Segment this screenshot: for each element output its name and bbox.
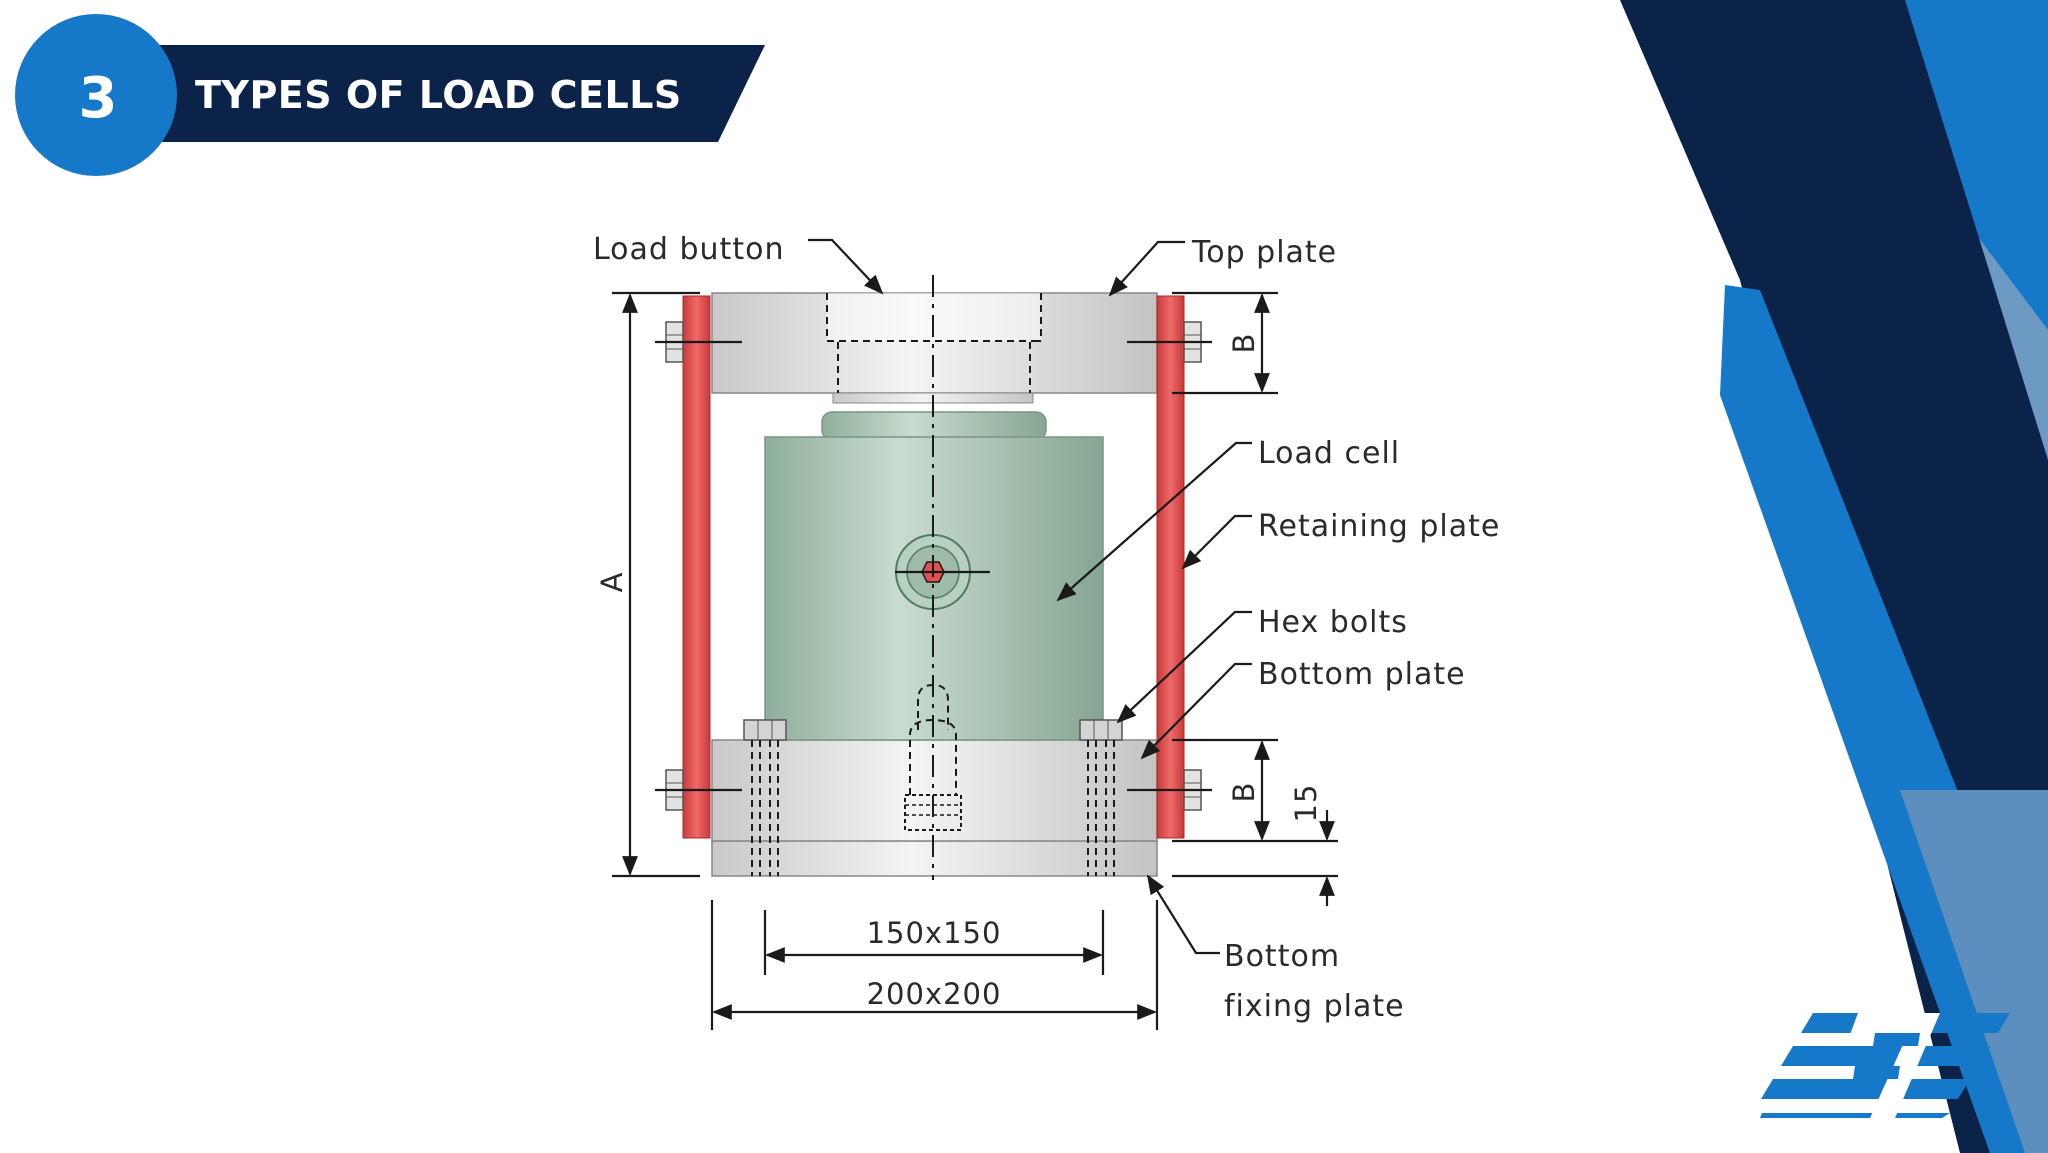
label-bottom-fixing-plate-line2: fixing plate: [1224, 989, 1405, 1024]
dim-b-bottom: B: [1227, 782, 1261, 803]
dimension-lines: [612, 291, 1338, 1030]
retaining-plate-right: [1156, 295, 1185, 839]
dim-15: 15: [1289, 784, 1323, 823]
retaining-plate-left: [682, 295, 711, 839]
decorative-stripes: [1620, 0, 2048, 1153]
dim-200x200: 200x200: [867, 977, 1002, 1011]
hex-bolts: [743, 719, 1123, 876]
label-top-plate: Top plate: [1191, 235, 1337, 270]
section-number: 3: [79, 66, 118, 131]
bottom-fixing-plate: [711, 840, 1158, 877]
label-hex-bolts: Hex bolts: [1258, 605, 1408, 640]
load-cell-diagram: A B B 15 150x150 200x200 Load button Top…: [593, 232, 1500, 1030]
dim-a: A: [595, 572, 629, 593]
label-retaining-plate: Retaining plate: [1258, 509, 1500, 544]
dim-150x150: 150x150: [867, 916, 1002, 950]
header-number-badge: [15, 14, 177, 176]
label-bottom-fixing-plate-line1: Bottom: [1224, 939, 1340, 974]
side-bolts: [655, 321, 1212, 811]
header: 3 TYPES OF LOAD CELLS: [15, 14, 765, 176]
label-load-cell: Load cell: [1258, 436, 1400, 471]
label-load-button: Load button: [593, 232, 784, 267]
leader-lines: [808, 238, 1252, 955]
label-bottom-plate: Bottom plate: [1258, 657, 1466, 692]
dim-b-top: B: [1227, 333, 1261, 354]
company-logo-icon: [1760, 1013, 2010, 1118]
page-title: TYPES OF LOAD CELLS: [195, 73, 682, 117]
header-banner: [95, 45, 765, 142]
